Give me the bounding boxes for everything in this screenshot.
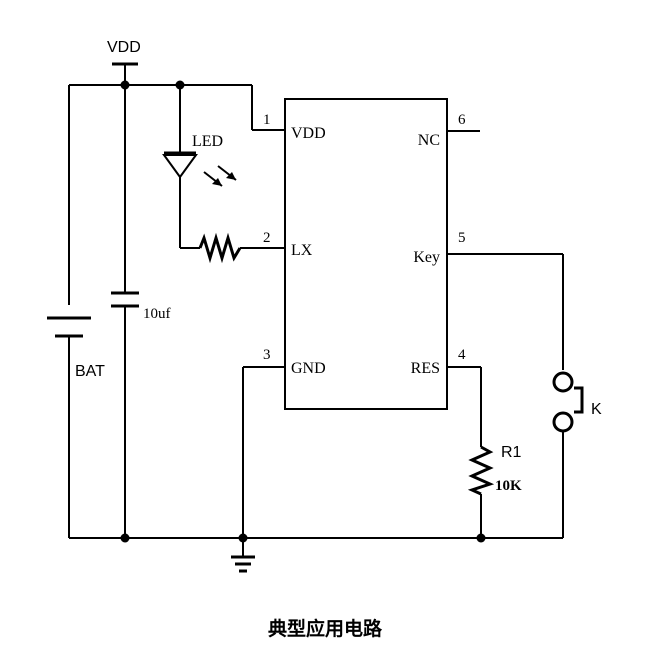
ic-body bbox=[284, 98, 448, 410]
pin2-name: LX bbox=[291, 242, 313, 259]
battery-label: BAT bbox=[75, 363, 105, 380]
r1-value: 10K bbox=[495, 478, 522, 494]
junction-bottom-cap bbox=[120, 533, 130, 543]
junction-top-led bbox=[175, 80, 185, 90]
pin4-name: RES bbox=[411, 360, 440, 377]
capacitor-label: 10uf bbox=[143, 306, 171, 322]
switch-actuator bbox=[574, 386, 584, 414]
pin3-number: 3 bbox=[263, 347, 271, 363]
pin3-name: GND bbox=[291, 360, 326, 377]
vdd-label: VDD bbox=[107, 39, 141, 56]
diagram-caption: 典型应用电路 bbox=[268, 617, 383, 640]
pin2-number: 2 bbox=[263, 230, 271, 246]
pin6-name: NC bbox=[418, 132, 440, 149]
junction-bottom-gnd bbox=[238, 533, 248, 543]
r1-resistor bbox=[467, 445, 495, 496]
pin6-number: 6 bbox=[458, 112, 466, 128]
led-label: LED bbox=[192, 133, 223, 150]
pin1-name: VDD bbox=[291, 125, 326, 142]
pin1-number: 1 bbox=[263, 112, 271, 128]
pin4-number: 4 bbox=[458, 347, 466, 363]
led-arrowhead-2 bbox=[226, 172, 236, 180]
switch-label: K bbox=[591, 401, 602, 418]
junction-bottom-r1 bbox=[476, 533, 486, 543]
led-arrowhead-1 bbox=[212, 178, 222, 186]
pin5-number: 5 bbox=[458, 230, 466, 246]
r1-label: R1 bbox=[501, 444, 522, 461]
switch-contact-top bbox=[552, 371, 574, 393]
lx-resistor bbox=[198, 232, 242, 264]
junction-top-cap bbox=[120, 80, 130, 90]
switch-contact-bottom bbox=[552, 411, 574, 433]
pin5-name: Key bbox=[413, 249, 440, 266]
led-triangle bbox=[162, 154, 198, 179]
